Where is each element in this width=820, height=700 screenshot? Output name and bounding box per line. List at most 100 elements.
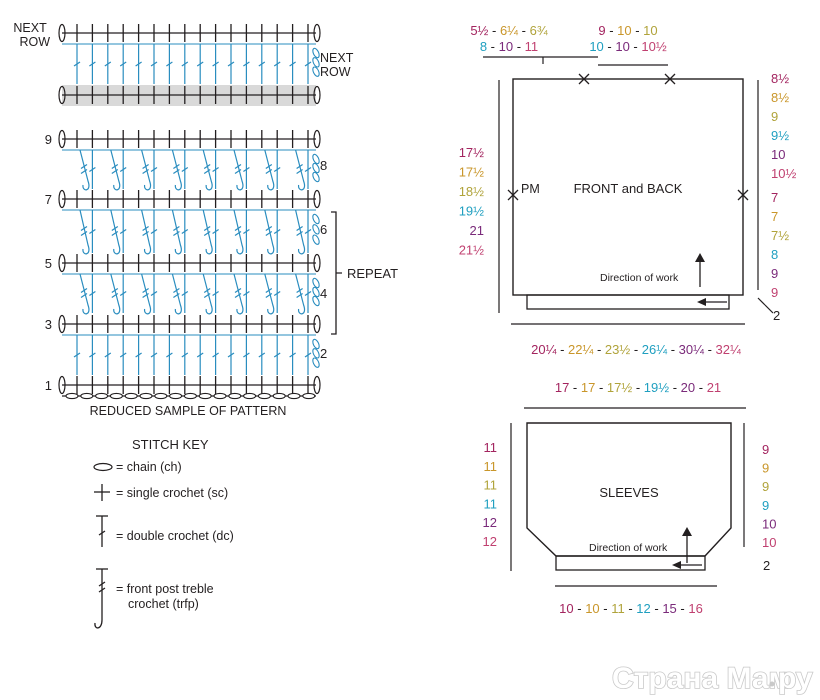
front-post-treble-stitch [141,149,152,191]
front-post-treble-stitch [173,164,180,169]
front-back-title: FRONT and BACK [574,181,683,196]
foundation-chain-link [95,392,109,400]
repeat-bracket [331,211,342,335]
sleeve-cap-value: 9 [762,498,769,513]
shoulder-width-line-1: 9 - 10 - 10 [598,23,657,38]
double-crochet-stitch [119,352,127,358]
double-crochet-stitch [150,61,158,67]
lower-length-value: 7 [771,190,778,205]
chain-link [312,47,320,59]
lower-length-value: 8 [771,247,778,262]
double-crochet-stitch [212,167,219,172]
double-crochet-stitch [212,61,219,67]
front-post-treble-stitch [234,226,242,231]
sleeve-length-value: 12 [483,534,497,549]
double-crochet-stitch [304,167,312,172]
foundation-chain-link [287,392,301,400]
foundation-chain-link [139,392,153,400]
front-post-treble-stitch [296,164,303,169]
double-crochet-stitch [227,61,235,67]
key-label-single-crochet: = single crochet (sc) [116,486,228,500]
front-post-treble-stitch [265,293,273,298]
double-crochet-stitch [73,61,81,67]
front-post-treble-stitch [79,209,90,255]
double-crochet-stitch [89,291,96,296]
sleeve-length-value: 11 [484,496,498,511]
double-crochet-stitch [196,61,204,67]
front-post-treble-stitch [265,226,273,231]
front-post-treble-stitch [296,288,303,293]
double-crochet-stitch [181,352,189,358]
body-length-value: 21 [470,223,484,238]
front-post-treble-stitch [142,226,149,231]
double-crochet-stitch [181,167,189,172]
chain-link [312,153,320,165]
foundation-chain-link [257,392,271,400]
sleeve-length-value: 11 [484,478,498,493]
lower-length-value: 7½ [771,228,789,243]
double-crochet-stitch [289,61,296,67]
front-post-treble-symbol [94,568,108,629]
double-crochet-stitch [227,352,235,358]
front-post-treble-stitch [171,149,182,191]
chain-link [312,66,320,77]
watermark: Страна Мам ру [611,661,814,696]
double-crochet-stitch [196,352,204,358]
armhole-depth-value: 9½ [771,128,789,143]
front-back-schematic: PM FRONT and BACK Direction of work 5½ -… [459,23,797,357]
double-crochet-stitch [212,291,219,296]
repeat-label: REPEAT [347,266,398,281]
front-post-treble-stitch [80,226,88,231]
front-post-treble-stitch [173,226,180,231]
front-post-treble-stitch [141,209,152,255]
body-length-value: 21½ [459,243,484,258]
double-crochet-stitch [89,352,96,358]
front-post-treble-stitch [264,273,275,315]
armhole-depth-value: 10½ [771,166,796,181]
front-post-treble-stitch [203,288,211,293]
chain-link [312,162,320,174]
sleeve-top-values: 17 - 17 - 17½ - 19½ - 20 - 21 [555,380,721,395]
row-number: 3 [45,317,52,332]
front-post-treble-stitch [142,164,149,169]
foundation-chain-link [228,392,242,400]
front-post-treble-stitch [265,169,273,174]
single-crochet-symbol [94,484,110,501]
front-post-treble-stitch [111,293,119,298]
double-crochet-stitch [243,352,250,358]
body-length-value: 17½ [459,165,484,180]
foundation-chain-link [80,392,94,400]
sleeve-length-value: 11 [484,440,498,455]
double-crochet-stitch [273,167,281,172]
front-post-treble-stitch [264,149,275,191]
double-crochet-stitch [135,352,142,358]
foundation-chain-link [213,392,227,400]
front-post-treble-stitch [233,209,244,255]
stitch-key-title: STITCH KEY [132,437,209,452]
front-post-treble-stitch [110,209,121,255]
double-crochet-stitch [166,61,173,67]
front-post-treble-stitch [203,164,211,169]
front-post-treble-stitch [202,149,213,191]
body-width-values: 20¼ - 22¼ - 23½ - 26¼ - 30¼ - 32¼ [531,342,741,357]
front-post-treble-stitch [79,273,90,315]
double-crochet-stitch [289,352,296,358]
front-back-direction-label: Direction of work [600,272,679,284]
front-post-treble-stitch [80,231,88,236]
key-label-front-post-treble: = front post treble crochet (trfp) [116,582,217,611]
chain-link [312,213,320,225]
front-post-treble-stitch [142,293,149,298]
chain-link [312,338,320,350]
double-crochet-stitch [104,352,112,358]
double-crochet-stitch [89,229,96,234]
double-crochet-stitch [104,61,112,67]
sleeves-schematic: SLEEVES Direction of work 17 - 17 - 17½ … [483,380,777,616]
row-number: 2 [320,346,327,361]
sleeves-direction-label: Direction of work [589,542,668,554]
front-post-treble-stitch [264,209,275,255]
